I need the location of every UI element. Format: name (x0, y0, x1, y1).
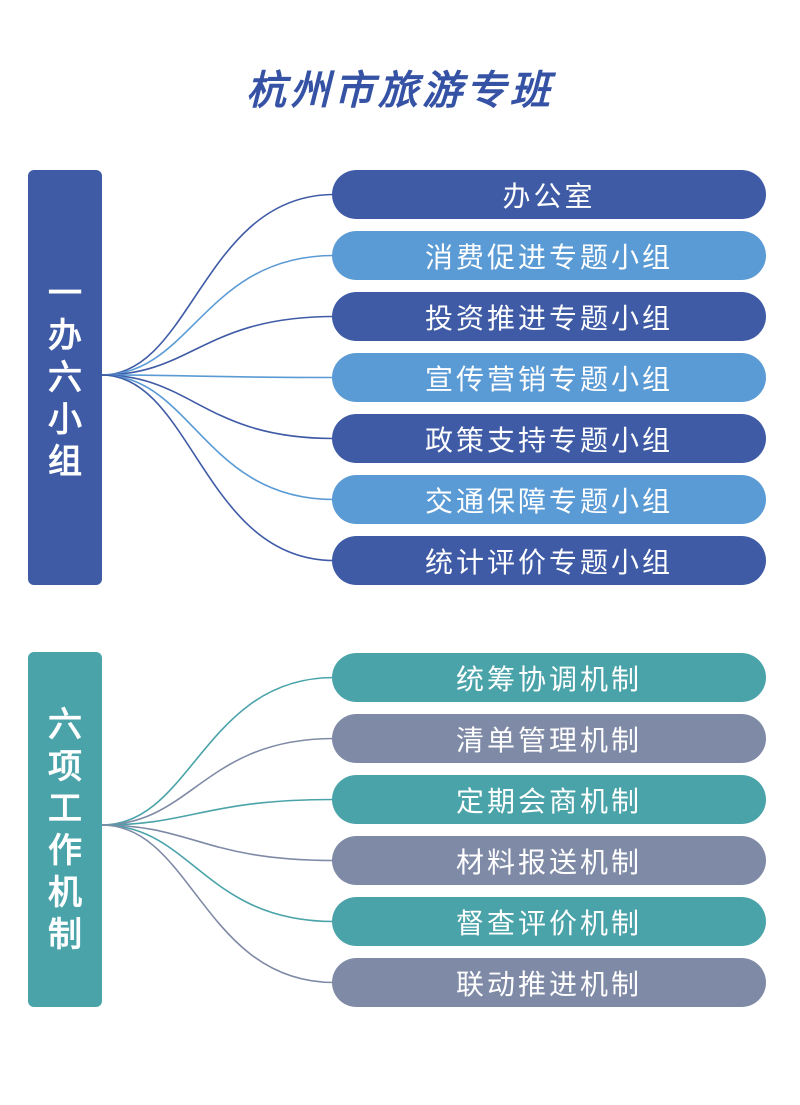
item-label: 联动推进机制 (455, 967, 642, 1001)
item-label: 宣传营销专题小组 (424, 362, 673, 396)
item-label: 统筹协调机制 (455, 662, 642, 696)
item-pill: 交通保障专题小组 (332, 475, 766, 524)
group-label: 一办六小组 (48, 273, 82, 482)
connector-line (101, 315, 335, 376)
connector-line (101, 254, 335, 376)
item-label: 政策支持专题小组 (424, 423, 673, 457)
connector-line (101, 374, 335, 440)
item-pill: 清单管理机制 (332, 714, 766, 763)
connector-line (101, 374, 335, 562)
item-label: 消费促进专题小组 (424, 240, 673, 274)
item-label: 交通保障专题小组 (424, 484, 673, 518)
connector-line (101, 193, 335, 376)
connector-line (101, 676, 335, 826)
connector-line (101, 374, 335, 501)
item-label: 定期会商机制 (455, 784, 642, 818)
item-pill: 消费促进专题小组 (332, 231, 766, 280)
item-pill: 办公室 (332, 170, 766, 219)
item-pill: 投资推进专题小组 (332, 292, 766, 341)
item-pill: 政策支持专题小组 (332, 414, 766, 463)
group-box-six-mechanisms: 六项工作机制 (28, 652, 102, 1007)
item-label: 统计评价专题小组 (424, 545, 673, 579)
connector-line (101, 737, 335, 826)
page-title: 杭州市旅游专班 (246, 68, 554, 114)
item-pill: 统计评价专题小组 (332, 536, 766, 585)
item-pill: 联动推进机制 (332, 958, 766, 1007)
item-label: 投资推进专题小组 (424, 301, 673, 335)
item-pill: 督查评价机制 (332, 897, 766, 946)
connector-line (101, 824, 335, 862)
connector-line (101, 374, 335, 379)
item-label: 办公室 (502, 179, 596, 213)
item-label: 督查评价机制 (455, 906, 642, 940)
group-label: 六项工作机制 (48, 704, 82, 955)
connector-line (101, 824, 335, 984)
group-box-one-office-six-teams: 一办六小组 (28, 170, 102, 585)
item-label: 清单管理机制 (455, 723, 642, 757)
connector-line (101, 798, 335, 826)
item-pill: 材料报送机制 (332, 836, 766, 885)
item-label: 材料报送机制 (455, 845, 642, 879)
item-pill: 定期会商机制 (332, 775, 766, 824)
item-pill: 统筹协调机制 (332, 653, 766, 702)
connector-line (101, 824, 335, 923)
item-pill: 宣传营销专题小组 (332, 353, 766, 402)
